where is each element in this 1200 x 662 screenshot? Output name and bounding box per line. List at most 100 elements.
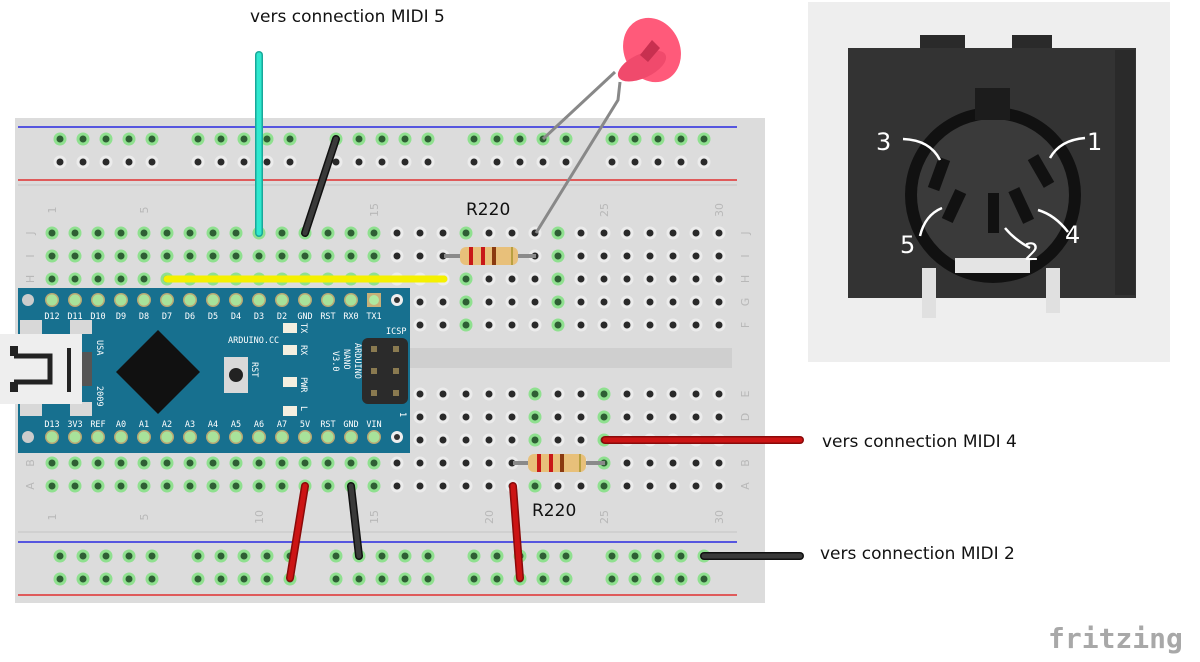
breadboard-hole[interactable] (620, 226, 634, 240)
breadboard-hole[interactable] (99, 132, 113, 146)
breadboard-hole[interactable] (183, 479, 197, 493)
arduino-pin-a7[interactable]: A7 (275, 420, 289, 444)
breadboard-hole[interactable] (275, 479, 289, 493)
breadboard-hole[interactable] (229, 249, 243, 263)
breadboard-hole[interactable] (712, 295, 726, 309)
breadboard-hole[interactable] (559, 572, 573, 586)
breadboard-hole[interactable] (674, 155, 688, 169)
breadboard-hole[interactable] (712, 249, 726, 263)
breadboard-hole[interactable] (482, 226, 496, 240)
breadboard-hole[interactable] (183, 249, 197, 263)
breadboard-hole[interactable] (643, 318, 657, 332)
reset-button[interactable] (229, 368, 243, 382)
breadboard-hole[interactable] (712, 410, 726, 424)
breadboard-hole[interactable] (137, 272, 151, 286)
breadboard-hole[interactable] (674, 132, 688, 146)
breadboard-hole[interactable] (229, 479, 243, 493)
breadboard-hole[interactable] (122, 572, 136, 586)
arduino-pin-d7[interactable]: D7 (160, 293, 174, 322)
breadboard-hole[interactable] (482, 456, 496, 470)
breadboard-hole[interactable] (114, 249, 128, 263)
breadboard-hole[interactable] (689, 410, 703, 424)
breadboard-hole[interactable] (367, 249, 381, 263)
breadboard-hole[interactable] (559, 132, 573, 146)
breadboard-hole[interactable] (712, 318, 726, 332)
arduino-pin-a5[interactable]: A5 (229, 420, 243, 444)
breadboard-hole[interactable] (160, 249, 174, 263)
breadboard-hole[interactable] (666, 456, 680, 470)
breadboard-hole[interactable] (421, 155, 435, 169)
breadboard-hole[interactable] (436, 387, 450, 401)
breadboard-hole[interactable] (145, 132, 159, 146)
arduino-pin-a1[interactable]: A1 (137, 420, 151, 444)
breadboard-hole[interactable] (214, 572, 228, 586)
breadboard-hole[interactable] (490, 572, 504, 586)
breadboard-hole[interactable] (76, 549, 90, 563)
breadboard-hole[interactable] (283, 155, 297, 169)
breadboard-hole[interactable] (252, 456, 266, 470)
breadboard-hole[interactable] (160, 226, 174, 240)
breadboard-hole[interactable] (298, 456, 312, 470)
breadboard-hole[interactable] (191, 549, 205, 563)
breadboard-hole[interactable] (528, 272, 542, 286)
breadboard-hole[interactable] (712, 226, 726, 240)
breadboard-hole[interactable] (559, 549, 573, 563)
breadboard-hole[interactable] (68, 249, 82, 263)
breadboard-hole[interactable] (183, 456, 197, 470)
breadboard-hole[interactable] (620, 295, 634, 309)
breadboard-hole[interactable] (620, 387, 634, 401)
arduino-pin-5v[interactable]: 5V (298, 420, 312, 444)
breadboard-hole[interactable] (505, 295, 519, 309)
arduino-pin-d3[interactable]: D3 (252, 293, 266, 322)
breadboard-hole[interactable] (329, 549, 343, 563)
breadboard-hole[interactable] (505, 318, 519, 332)
breadboard-hole[interactable] (436, 295, 450, 309)
breadboard-hole[interactable] (605, 572, 619, 586)
breadboard-hole[interactable] (375, 549, 389, 563)
arduino-pin-d11[interactable]: D11 (67, 293, 83, 322)
breadboard-hole[interactable] (482, 295, 496, 309)
breadboard-hole[interactable] (505, 226, 519, 240)
breadboard-hole[interactable] (214, 155, 228, 169)
breadboard-hole[interactable] (689, 456, 703, 470)
breadboard-hole[interactable] (275, 226, 289, 240)
breadboard-hole[interactable] (605, 155, 619, 169)
breadboard-hole[interactable] (99, 549, 113, 563)
breadboard-hole[interactable] (352, 155, 366, 169)
breadboard-hole[interactable] (551, 410, 565, 424)
breadboard-hole[interactable] (160, 479, 174, 493)
breadboard-hole[interactable] (413, 226, 427, 240)
breadboard-hole[interactable] (413, 433, 427, 447)
breadboard-hole[interactable] (459, 226, 473, 240)
breadboard-hole[interactable] (597, 410, 611, 424)
breadboard-hole[interactable] (45, 479, 59, 493)
breadboard-hole[interactable] (597, 272, 611, 286)
breadboard-hole[interactable] (45, 272, 59, 286)
breadboard-hole[interactable] (53, 572, 67, 586)
breadboard-hole[interactable] (574, 433, 588, 447)
arduino-pin-a6[interactable]: A6 (252, 420, 266, 444)
breadboard-hole[interactable] (482, 387, 496, 401)
breadboard-hole[interactable] (651, 572, 665, 586)
breadboard-hole[interactable] (344, 456, 358, 470)
arduino-pin-rst[interactable]: RST (320, 293, 336, 322)
breadboard-hole[interactable] (53, 132, 67, 146)
breadboard-hole[interactable] (528, 410, 542, 424)
breadboard-hole[interactable] (712, 272, 726, 286)
breadboard-hole[interactable] (620, 272, 634, 286)
breadboard-hole[interactable] (620, 479, 634, 493)
arduino-pin-vin[interactable]: VIN (366, 420, 382, 444)
arduino-pin-a2[interactable]: A2 (160, 420, 174, 444)
arduino-pin-a3[interactable]: A3 (183, 420, 197, 444)
breadboard-hole[interactable] (91, 479, 105, 493)
breadboard-hole[interactable] (321, 226, 335, 240)
breadboard-hole[interactable] (352, 132, 366, 146)
breadboard-hole[interactable] (666, 249, 680, 263)
breadboard-hole[interactable] (712, 479, 726, 493)
breadboard-hole[interactable] (413, 387, 427, 401)
arduino-pin-a0[interactable]: A0 (114, 420, 128, 444)
breadboard-hole[interactable] (620, 456, 634, 470)
breadboard-hole[interactable] (367, 456, 381, 470)
breadboard-hole[interactable] (459, 387, 473, 401)
breadboard-hole[interactable] (482, 318, 496, 332)
